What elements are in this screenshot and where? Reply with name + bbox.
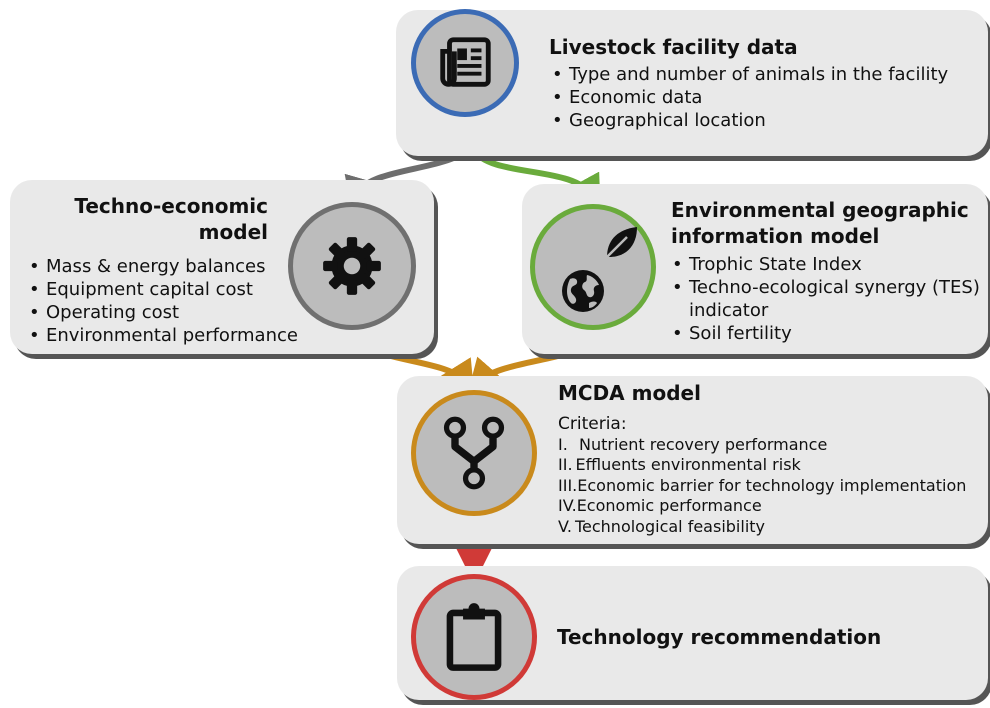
list-item: Mass & energy balances (26, 255, 298, 278)
criterion-row: V.Technological feasibility (558, 516, 765, 536)
leaf-icon (606, 227, 637, 258)
list-item: Techno-ecological synergy (TES) indicato… (669, 276, 980, 322)
list-item: Soil fertility (669, 322, 980, 345)
techno-title: Techno-economic model (74, 194, 268, 244)
recommendation-title: Technology recommendation (557, 625, 882, 649)
environmental-circle (530, 204, 656, 330)
list-item: Environmental performance (26, 324, 298, 347)
mcda-title: MCDA model (558, 381, 701, 405)
livestock-title: Livestock facility data (549, 35, 798, 59)
gear-icon (323, 237, 381, 295)
newspaper-icon (440, 37, 491, 87)
list-item: Operating cost (26, 301, 298, 324)
environmental-title: Environmental geographic information mod… (671, 198, 969, 248)
list-item: Economic data (549, 86, 948, 109)
mcda-circle (411, 390, 537, 516)
list-item: Geographical location (549, 109, 948, 132)
techno-list: Mass & energy balances Equipment capital… (26, 255, 298, 347)
criterion-row: I.Nutrient recovery performance (558, 434, 828, 454)
criterion-row: III.Economic barrier for technology impl… (558, 475, 967, 495)
list-item: Equipment capital cost (26, 278, 298, 301)
environmental-list: Trophic State Index Techno-ecological sy… (669, 253, 980, 345)
clipboard-icon (446, 603, 502, 671)
criterion-row: II.Effluents environmental risk (558, 455, 801, 474)
globe-icon (562, 270, 604, 312)
list-item: Trophic State Index (669, 253, 980, 276)
livestock-circle (411, 9, 519, 117)
merge-icon (443, 416, 505, 490)
criteria-label: Criteria: (558, 414, 627, 434)
livestock-list: Type and number of animals in the facili… (549, 63, 948, 132)
recommendation-circle (411, 574, 537, 700)
list-item: Type and number of animals in the facili… (549, 63, 948, 86)
techno-circle (288, 202, 416, 330)
mcda-criteria: Criteria: I.Nutrient recovery performanc… (558, 414, 966, 537)
criterion-row: IV.Economic performance (558, 496, 762, 515)
